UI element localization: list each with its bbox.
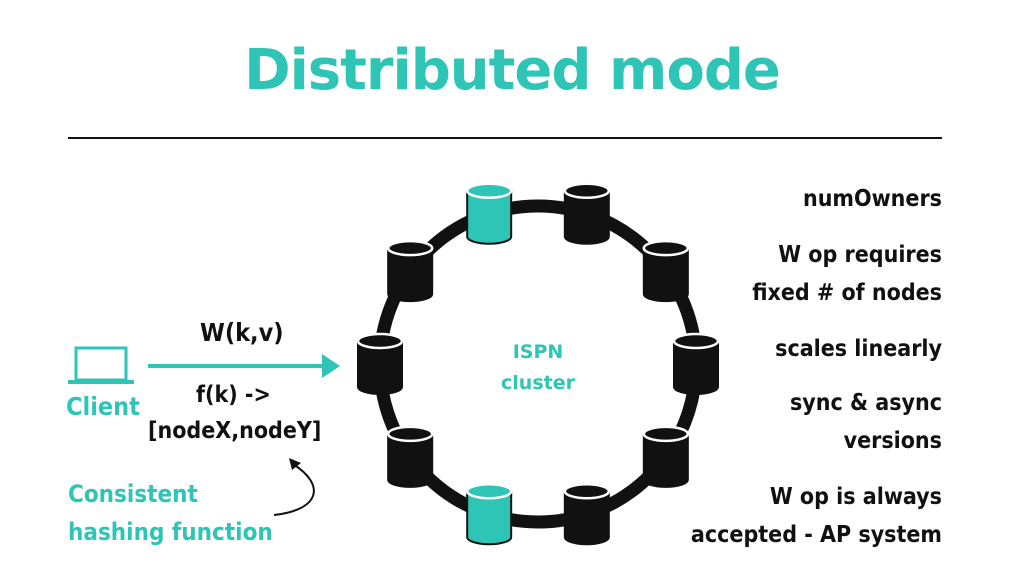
property-line: accepted - AP system (690, 522, 942, 548)
owner-node-database-icon (465, 483, 513, 546)
request-arrow (148, 354, 340, 378)
title-divider (68, 137, 942, 139)
page-title: Distributed mode (244, 38, 781, 103)
cluster-node-database-icon (563, 483, 611, 546)
cluster-node-database-icon (642, 239, 690, 303)
cluster-label-line2: cluster (501, 372, 576, 394)
property-ap-system: W op is always accepted - AP system (691, 478, 942, 554)
cluster-node-database-icon (672, 332, 720, 395)
property-line: W op requires (778, 242, 942, 268)
hash-function-line1: f(k) -> (196, 382, 271, 408)
cluster-node-database-icon (563, 182, 611, 245)
property-scales-linearly: scales linearly (775, 330, 942, 368)
hashing-note-line2: hashing function (68, 518, 273, 546)
owner-node-database-icon (465, 182, 513, 245)
property-line: W op is always (769, 484, 942, 510)
cluster-node-database-icon (356, 332, 404, 395)
write-operation-label: W(k,v) (200, 318, 284, 347)
cluster-node-database-icon (386, 239, 434, 303)
property-fixed-nodes: W op requires fixed # of nodes (752, 236, 942, 312)
property-num-owners: numOwners (803, 180, 942, 218)
property-line: sync & async (789, 390, 942, 416)
cluster-nodes (356, 182, 720, 546)
property-line: fixed # of nodes (752, 280, 942, 306)
hashing-pointer-arrow (273, 463, 315, 516)
hashing-note-line1: Consistent (68, 480, 198, 508)
client-label: Client (66, 392, 140, 421)
property-sync-async: sync & async versions (790, 384, 942, 460)
property-line: scales linearly (775, 336, 942, 362)
cluster-label-line1: ISPN (513, 341, 564, 363)
hashing-pointer-arrowhead (289, 458, 301, 470)
cluster-node-database-icon (386, 425, 434, 488)
property-line: numOwners (802, 186, 942, 212)
laptop-icon (68, 346, 134, 384)
hash-function-line2: [nodeX,nodeY] (148, 418, 322, 444)
cluster-node-database-icon (642, 425, 690, 488)
property-line: versions (843, 428, 942, 454)
